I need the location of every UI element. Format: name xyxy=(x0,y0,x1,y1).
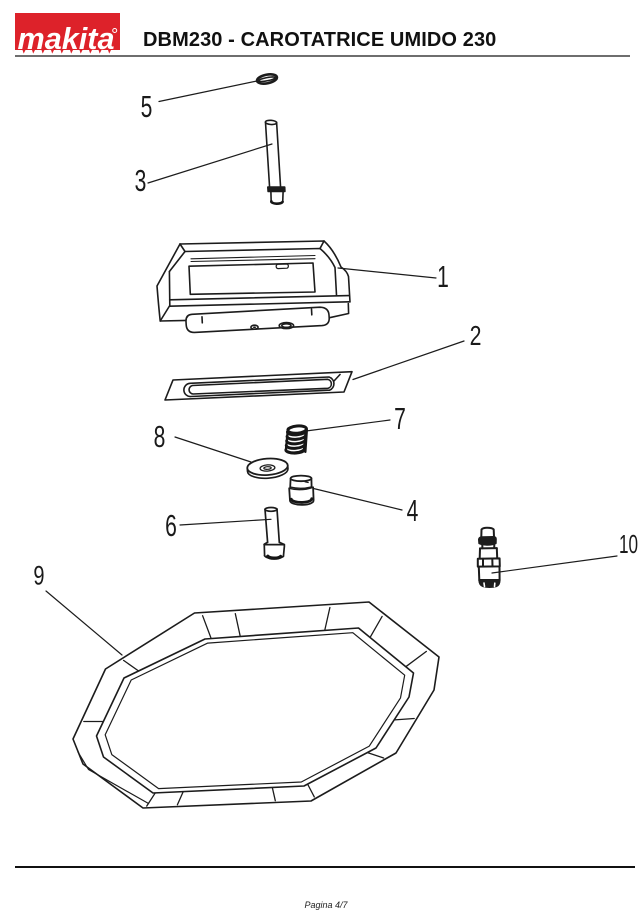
svg-text:7: 7 xyxy=(394,401,406,436)
svg-text:10: 10 xyxy=(619,529,638,559)
svg-text:9: 9 xyxy=(33,561,44,592)
svg-text:5: 5 xyxy=(141,89,153,124)
svg-text:4: 4 xyxy=(407,493,419,528)
svg-text:2: 2 xyxy=(470,320,482,352)
svg-text:1: 1 xyxy=(437,259,449,294)
svg-text:6: 6 xyxy=(165,508,177,543)
svg-text:8: 8 xyxy=(154,419,166,454)
svg-text:3: 3 xyxy=(135,163,147,198)
